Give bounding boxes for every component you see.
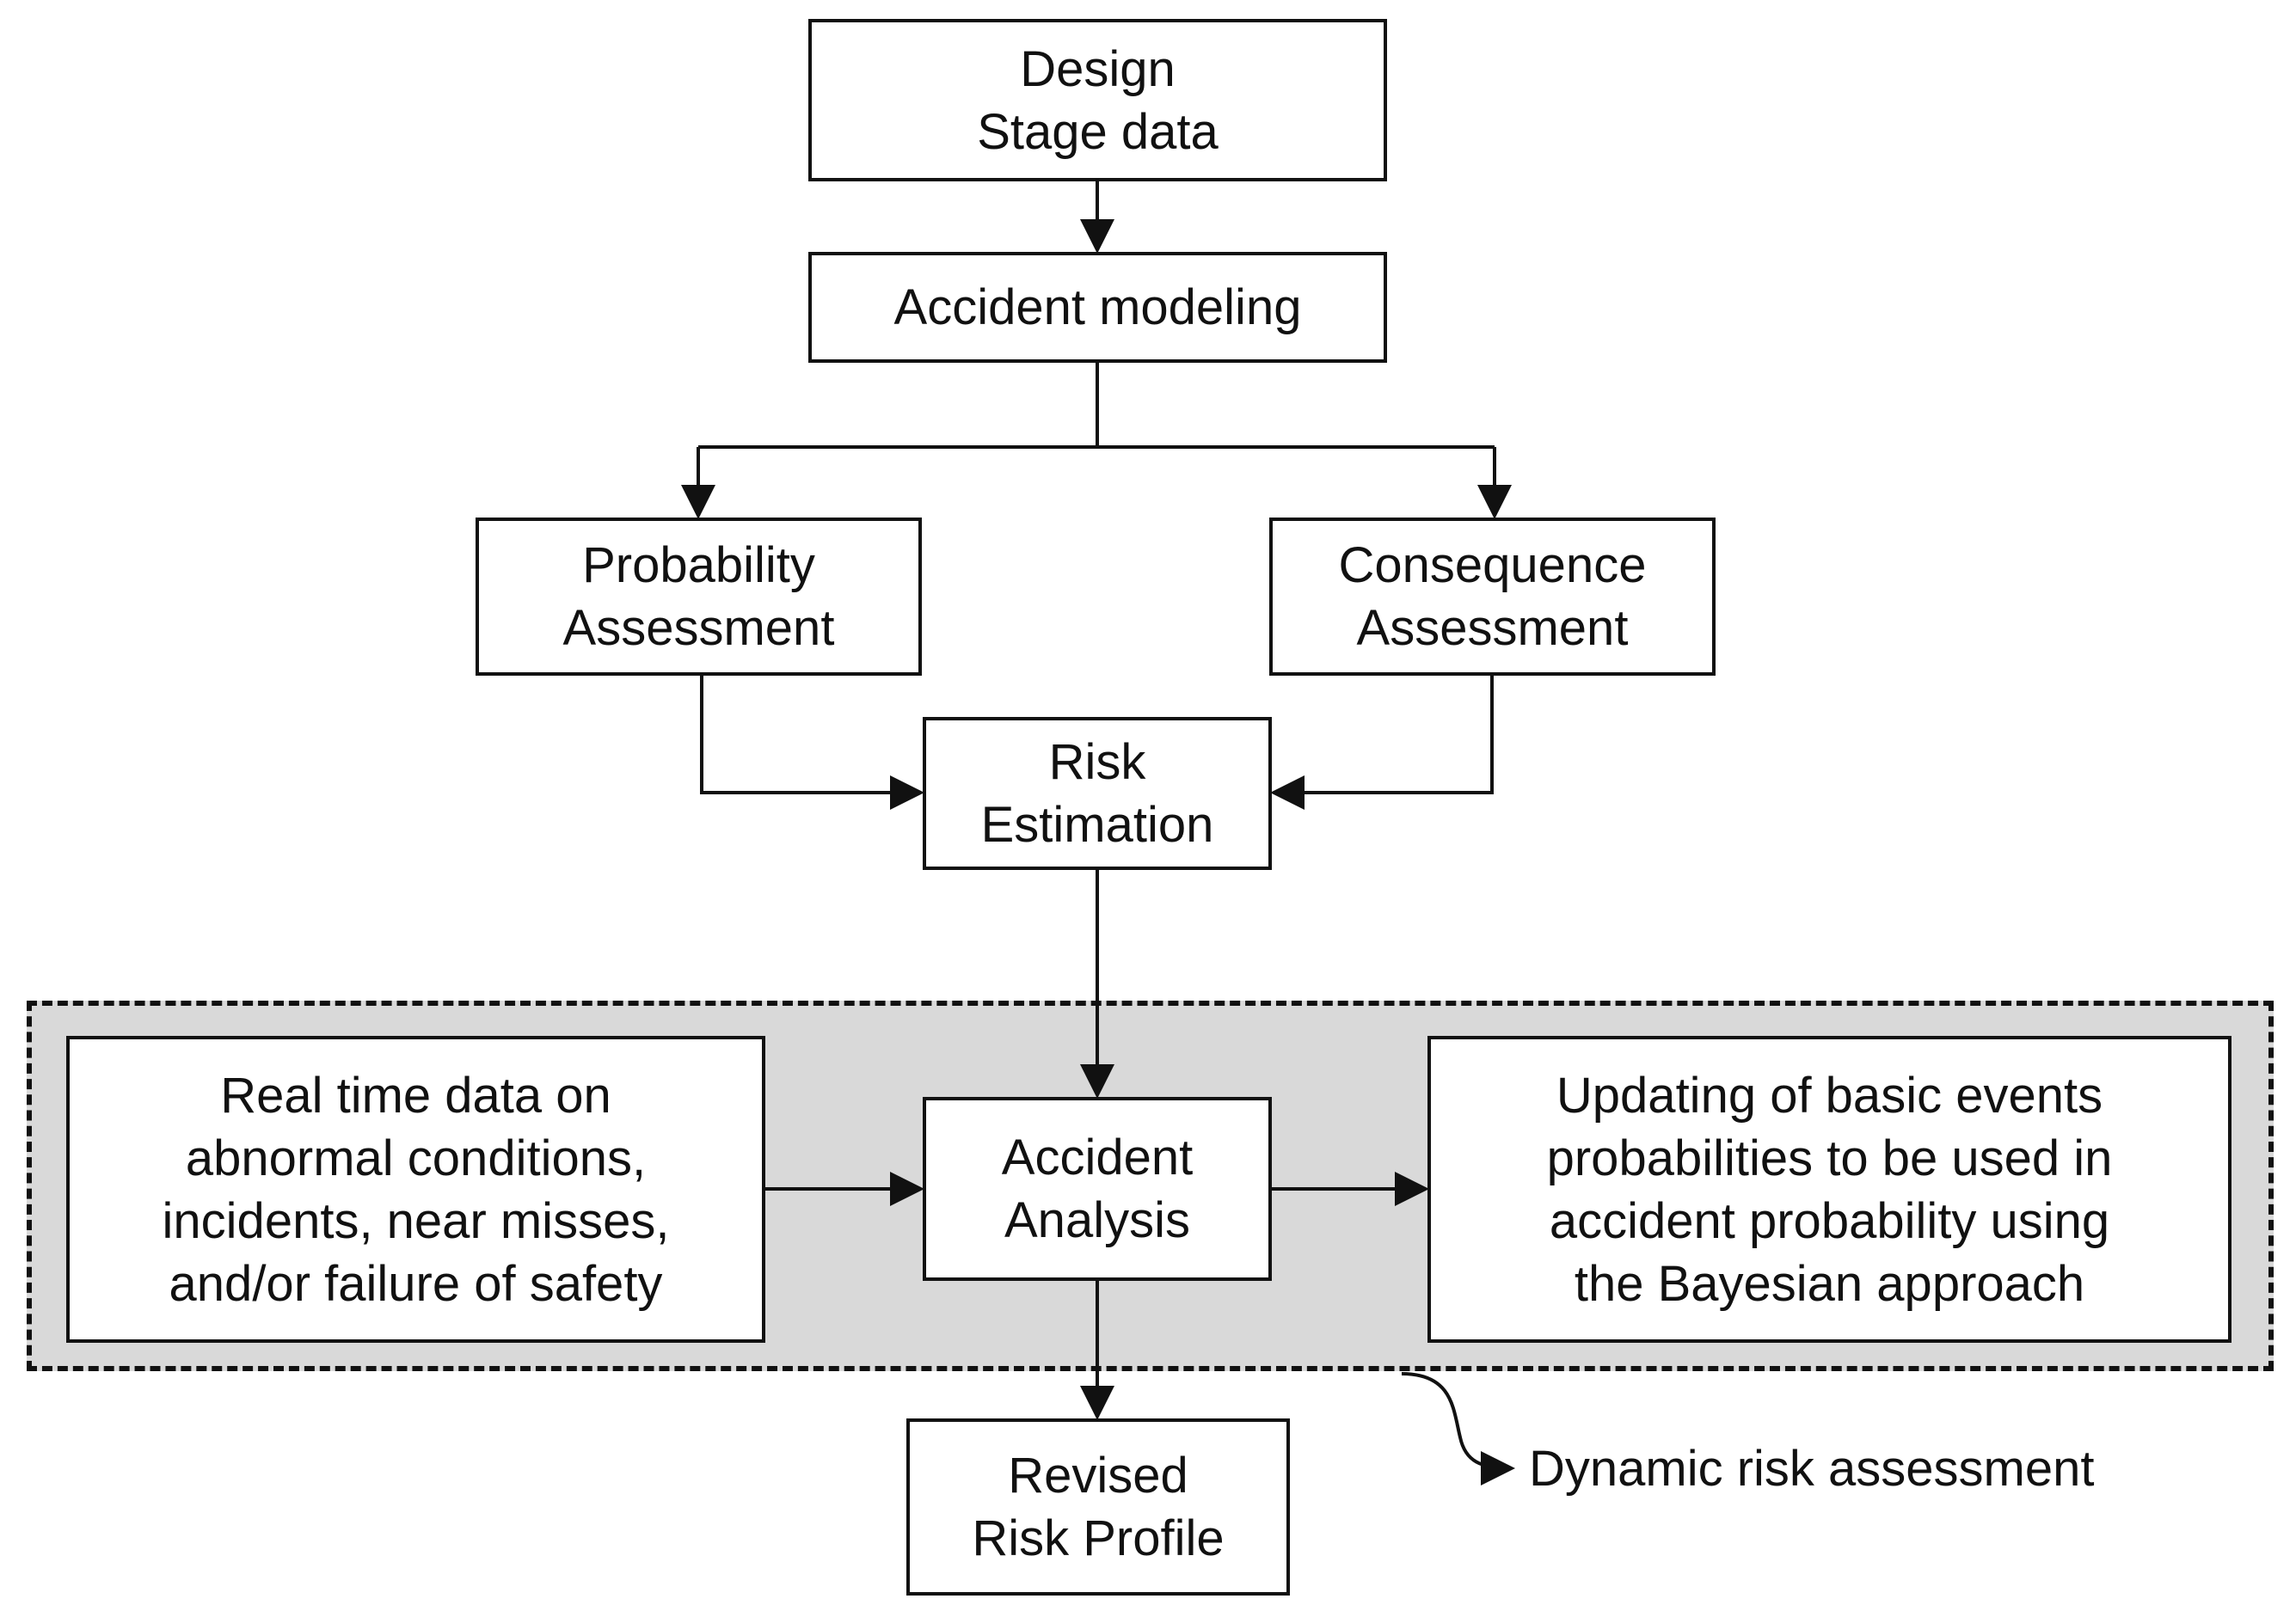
- arrow-consequence-to-risk: [1270, 676, 1494, 810]
- region-label-pointer: [1401, 1372, 1515, 1485]
- updating-probabilities-box: Updating of basic events probabilities t…: [1427, 1036, 2232, 1343]
- real-time-data-box: Real time data on abnormal conditions, i…: [66, 1036, 765, 1343]
- consequence-assessment-box: Consequence Assessment: [1269, 518, 1716, 676]
- revised-risk-profile-box: Revised Risk Profile: [906, 1418, 1290, 1596]
- risk-estimation-box: Risk Estimation: [923, 717, 1272, 870]
- accident-modeling-box: Accident modeling: [808, 252, 1387, 363]
- design-stage-data-box: Design Stage data: [808, 19, 1387, 181]
- arrow-probability-to-risk: [700, 676, 924, 810]
- accident-analysis-box: Accident Analysis: [923, 1097, 1272, 1281]
- dynamic-risk-assessment-label: Dynamic risk assessment: [1529, 1441, 2095, 1497]
- probability-assessment-box: Probability Assessment: [476, 518, 922, 676]
